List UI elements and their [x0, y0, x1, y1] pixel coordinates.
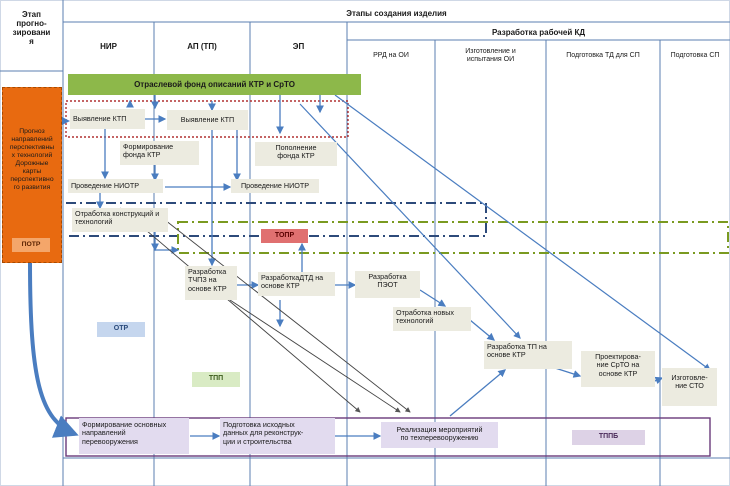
box-srto-design: Проектирова- ние СрТО на основе КТР [581, 351, 655, 387]
diag-fund-to-sto [334, 94, 711, 371]
box-niotr-2: Проведение НИОТР [231, 179, 319, 193]
box-rearm-dirs: Формирование основных направлений перево… [79, 418, 189, 454]
box-initial-data: Подготовка исходных данных для реконстру… [220, 418, 335, 454]
potr-label: ПОТР [12, 238, 50, 252]
box-niotr-1: Проведение НИОТР [68, 179, 163, 193]
label-otr: ОТР [97, 322, 145, 337]
sub-manufacture: Изготовление и испытания ОИ [465, 48, 516, 63]
box-dtd: РазработкаДТД на основе КТР [258, 272, 335, 296]
box-design-tech: Отработка конструкций и технологий [72, 208, 168, 232]
label-tppb: ТППБ [572, 430, 645, 445]
sub-sp: Подготовка СП [670, 52, 720, 59]
box-tp: Разработка ТП на основе КТР [484, 341, 572, 369]
work-doc-title: Разработка рабочей КД [491, 28, 586, 37]
sub-rrd: РРД на ОИ [373, 52, 409, 59]
label-tpp: ТПП [192, 372, 240, 387]
label-topr: ТОПР [261, 229, 308, 243]
col-ep: ЭП [292, 42, 305, 51]
box-ktp-2: Выявление КТП [167, 110, 248, 130]
stage-forecast-header: Этап прогно- зировани я [12, 10, 51, 46]
box-new-tech: Отработка новых технологий [393, 307, 471, 331]
col-nir: НИР [100, 42, 117, 51]
forecast-panel: Прогноз направлений перспективны х техно… [2, 87, 62, 263]
fund-bar: Отраслевой фонд описаний КТР и СрТО [68, 74, 361, 95]
forecast-text: Прогноз направлений перспективны х техно… [9, 128, 55, 191]
box-sto-make: Изготовле- ние СТО [662, 368, 717, 406]
olive-dashdot-frame [177, 221, 729, 254]
thick-arrow-curve [28, 261, 79, 438]
box-fund-form: Формирование фонда КТР [120, 141, 199, 165]
box-fund-add: Пополнение фонда КТР [255, 142, 337, 166]
box-ktp-1: Выявление КТП [70, 109, 145, 129]
box-tchpz: Разработка ТЧПЗ на основе КТР [185, 266, 237, 300]
col-ap: АП (ТП) [187, 42, 217, 51]
box-peot: Разработка ПЭОТ [355, 271, 420, 298]
box-measures: Реализация мероприятий по техперевооруже… [381, 422, 498, 448]
sub-td: Подготовка ТД для СП [566, 52, 640, 59]
stages-title: Этапы создания изделия [346, 9, 447, 18]
